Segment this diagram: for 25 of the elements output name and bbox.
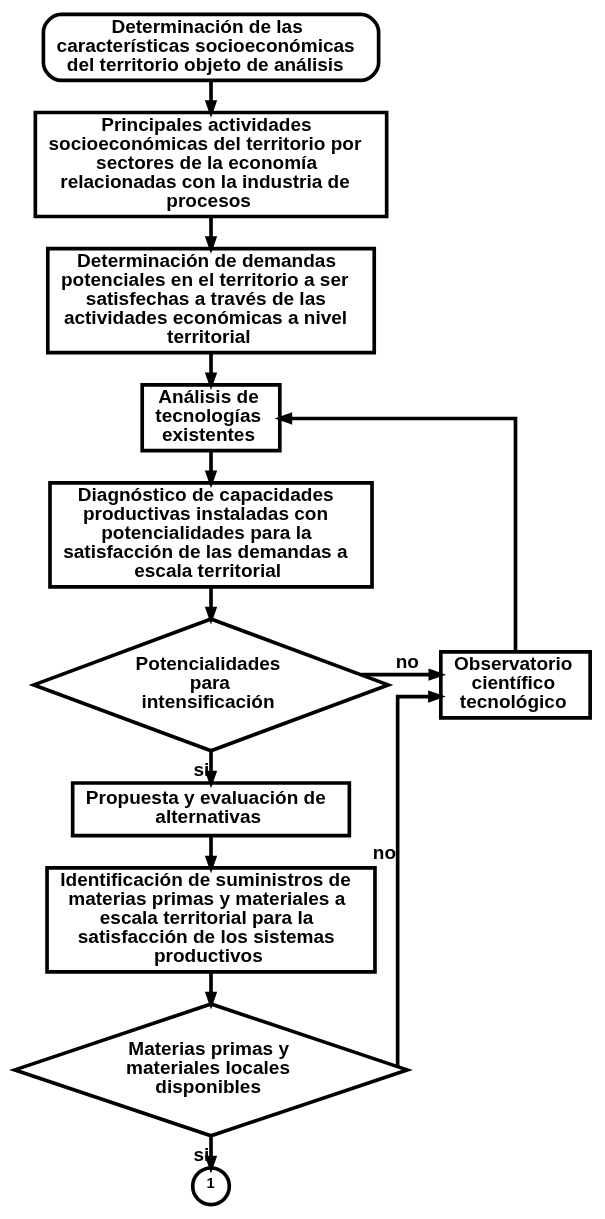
arrow [204, 216, 218, 254]
node-diamond: Materias primas y materiales locales disponibles [9, 1002, 413, 1138]
node-box: Principales actividades socioeconómicas del territorio por sectores de la economía relacionadas con la industria de procesos [33, 110, 389, 219]
arrow [361, 668, 447, 681]
node-box: Observatorio científico tecnológico [439, 650, 592, 720]
node-circle: 1 [190, 1166, 232, 1207]
arrow [274, 412, 518, 652]
arrow [395, 690, 446, 1067]
arrow [204, 80, 218, 118]
arrow [204, 586, 218, 625]
node-diamond: Potencialidades para intensificación [28, 617, 394, 753]
node-box: Análisis de tecnologías existentes [140, 382, 282, 453]
arrow [204, 451, 218, 489]
arrow [204, 1136, 218, 1174]
node-box: Determinación de las características socioeconómicas del territorio objeto de análisis [41, 12, 381, 83]
edge-label: no [395, 650, 419, 672]
arrow [204, 353, 218, 391]
arrow [204, 836, 218, 874]
node-box: Propuesta y evaluación de alternativas [70, 781, 352, 838]
edge-label: no [372, 841, 396, 863]
node-box: Determinación de demandas potenciales en el territorio a ser satisfechas a través de las actividades económicas a nivel territorial [45, 246, 377, 355]
arrow [204, 971, 218, 1010]
arrow [204, 751, 218, 789]
node-box: Diagnóstico de capacidades productivas instaladas con potencialidades para la satisfacción de las demandas a escala territorial [48, 481, 374, 589]
node-box: Identificación de suministros de materias primas y materiales a escala territorial para la satisfacción de los sistemas productivos [45, 866, 377, 974]
